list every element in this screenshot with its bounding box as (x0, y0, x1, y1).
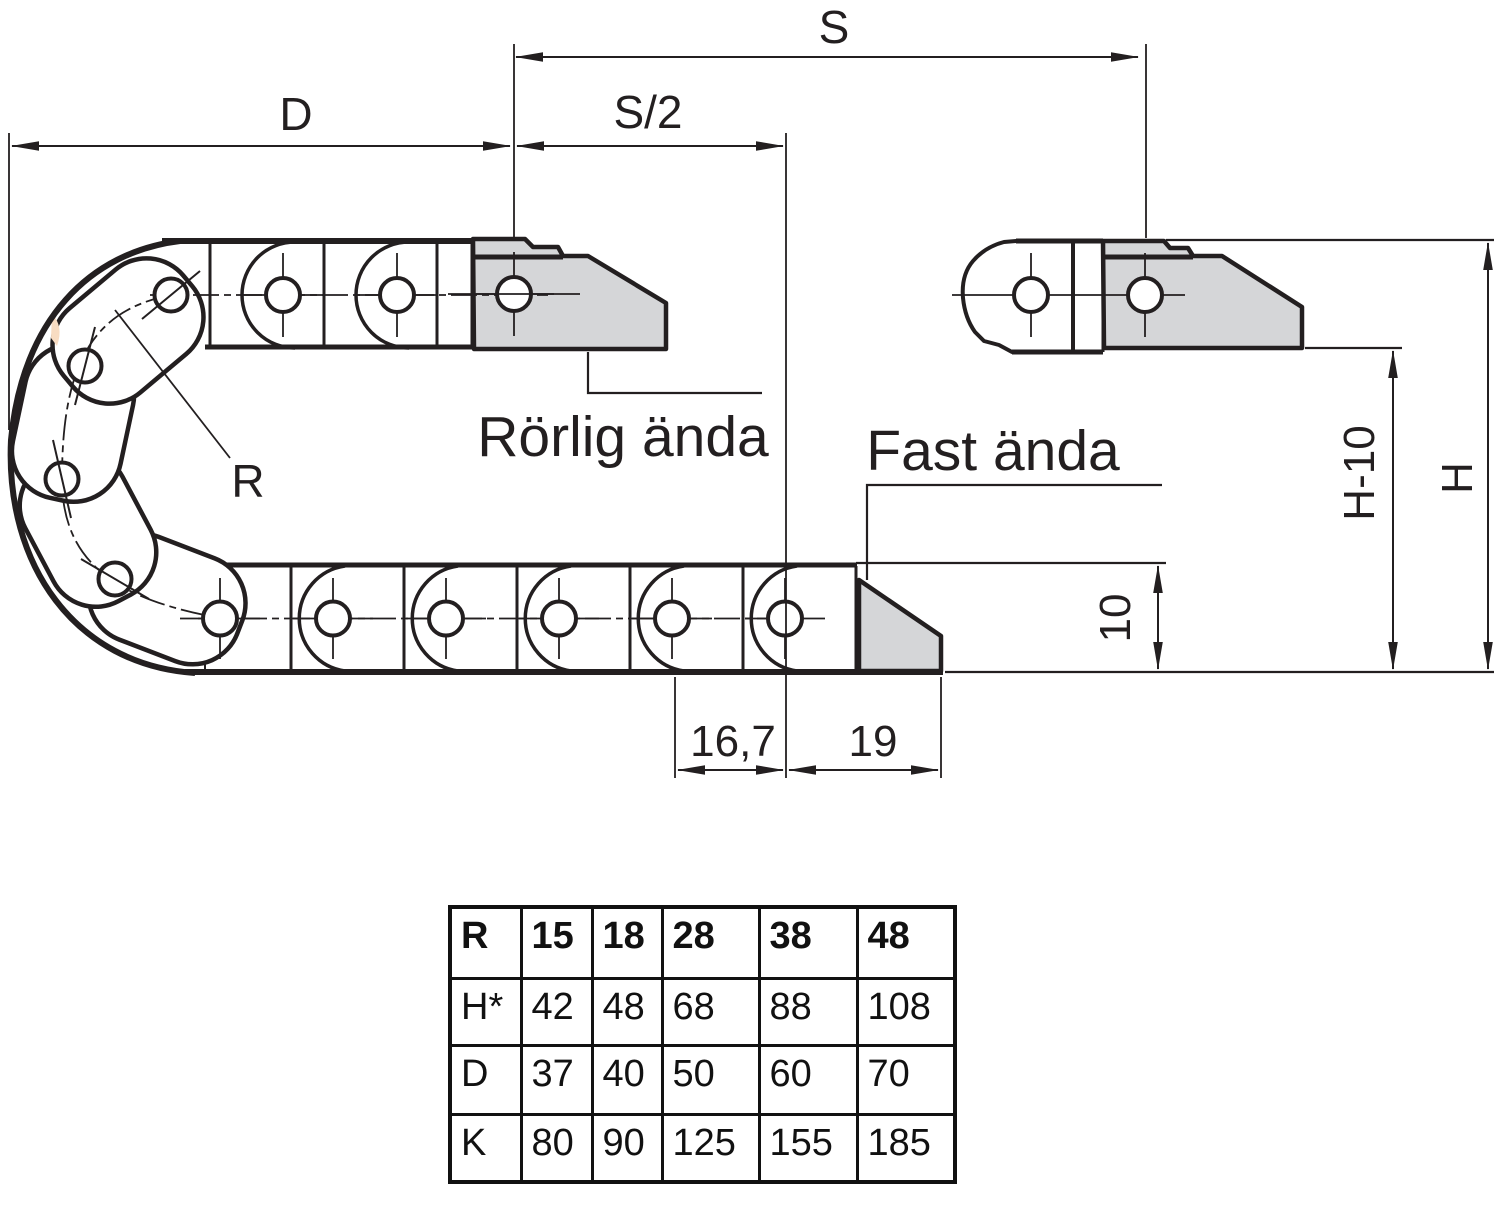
table-cell: 88 (757, 976, 859, 1047)
table-row-r: R 15 18 28 38 48 (448, 905, 957, 980)
table-cell: 185 (855, 1112, 957, 1184)
dim-label-s: S (819, 1, 850, 53)
dim-label-h: H (1433, 462, 1482, 494)
table-cell: 18 (590, 905, 664, 980)
table-cell: 50 (660, 1043, 761, 1116)
dim-label-s2: S/2 (613, 86, 682, 138)
table-cell: K (448, 1112, 523, 1184)
bend-highlight (51, 314, 60, 346)
leader-r (114, 309, 231, 459)
bend-outer-edge (7, 238, 196, 676)
spec-table: R 15 18 28 38 48 H* 42 48 68 88 108 D 37… (448, 905, 957, 1184)
table-row-d: D 37 40 50 60 70 (448, 1043, 957, 1116)
table-cell: 68 (660, 976, 761, 1047)
leader-fixed-end (865, 483, 1162, 580)
table-cell: 38 (757, 905, 859, 980)
dim-label-19: 19 (849, 717, 898, 766)
extension-lines (8, 44, 1494, 778)
table-cell: 80 (519, 1112, 594, 1184)
dim-label-h10: H-10 (1335, 425, 1384, 520)
leader-movable-end (586, 352, 762, 395)
table-cell: 108 (855, 976, 957, 1047)
table-cell: 15 (519, 905, 594, 980)
leader-lines (114, 309, 1162, 580)
table-cell: 70 (855, 1043, 957, 1116)
table-cell: R (448, 905, 523, 980)
table-cell: 37 (519, 1043, 594, 1116)
label-movable-end: Rörlig ända (477, 405, 769, 469)
dimension-lines (11, 52, 1493, 775)
table-cell: 90 (590, 1112, 664, 1184)
table-row-k: K 80 90 125 155 185 (448, 1112, 957, 1184)
table-row-h: H* 42 48 68 88 108 (448, 976, 957, 1047)
table-cell: 42 (519, 976, 594, 1047)
fixed-end-bracket (1100, 238, 1305, 351)
dim-label-d: D (279, 88, 312, 140)
table-cell: D (448, 1043, 523, 1116)
table-cell: 28 (660, 905, 761, 980)
table-cell: 48 (590, 976, 664, 1047)
chain-top-row (162, 238, 474, 350)
table-cell: 40 (590, 1043, 664, 1116)
label-fixed-end: Fast ända (866, 419, 1120, 483)
dim-label-10: 10 (1091, 594, 1140, 643)
table-cell: H* (448, 976, 523, 1047)
table-cell: 125 (660, 1112, 761, 1184)
dim-label-167: 16,7 (690, 717, 776, 766)
table-cell: 60 (757, 1043, 859, 1116)
table-cell: 155 (757, 1112, 859, 1184)
table-cell: 48 (855, 905, 957, 980)
fixed-end-foot (856, 577, 944, 674)
link-holes (43, 252, 1164, 659)
dim-label-r: R (231, 455, 264, 507)
